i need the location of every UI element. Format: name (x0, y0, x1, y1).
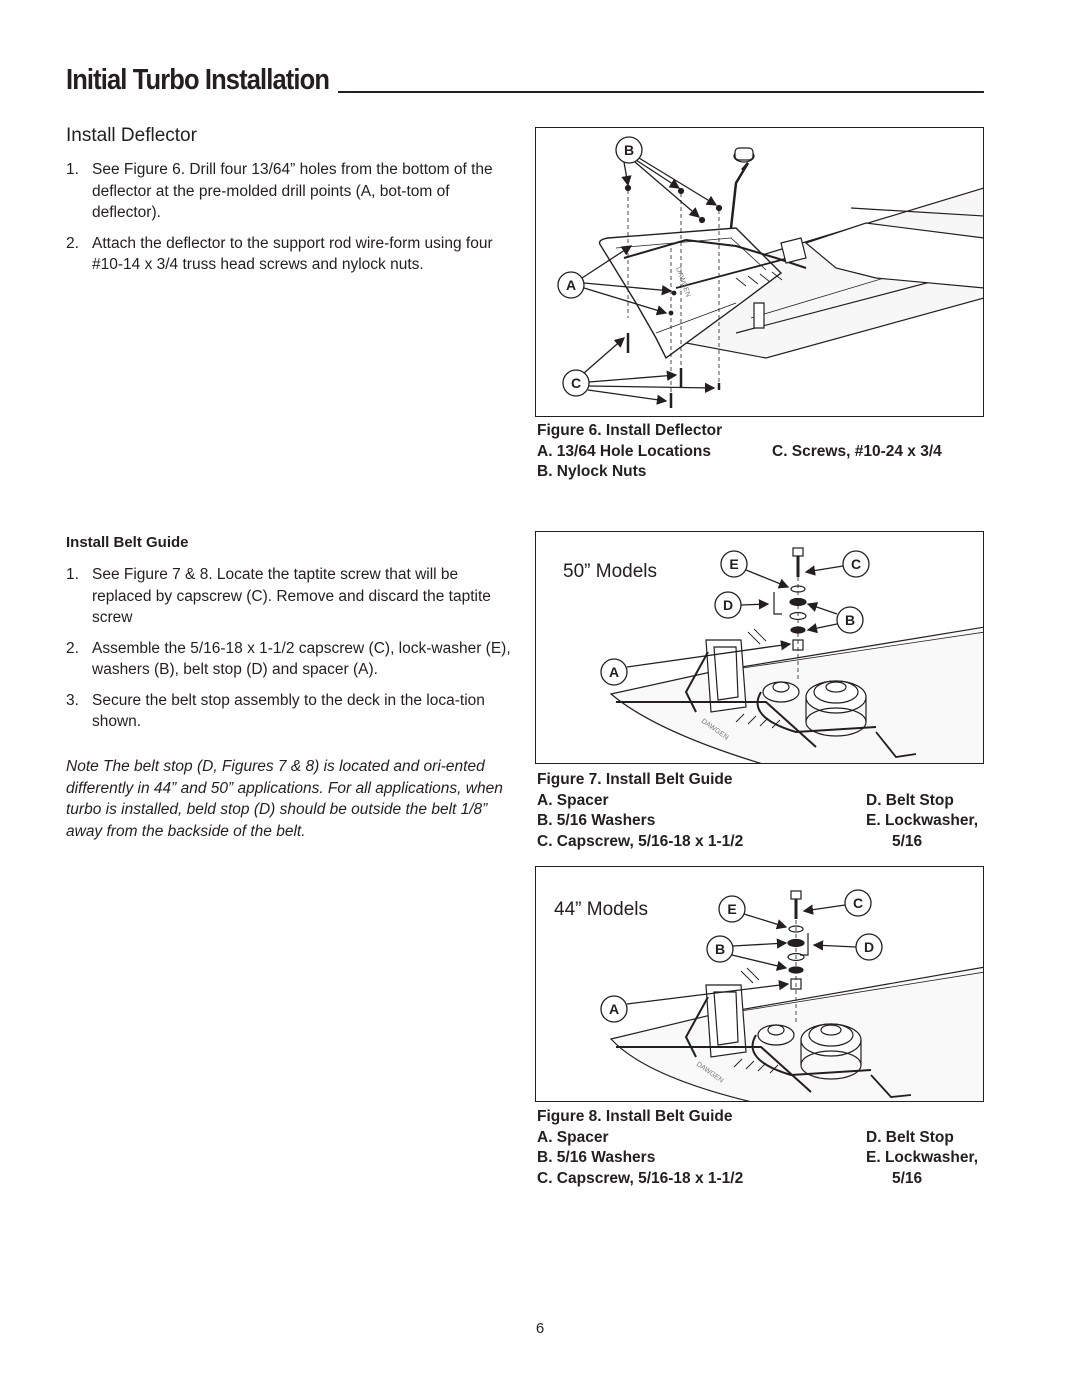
deflector-illustration: DAWGEN B A C (557, 136, 983, 408)
callout-b: B (806, 602, 864, 634)
caption-item-b: B. 5/16 Washers (537, 1149, 656, 1166)
belt-guide-step: 3. Secure the belt stop assembly to the … (66, 690, 512, 733)
step-text: Assemble the 5/16-18 x 1-1/2 capscrew (C… (92, 639, 511, 679)
belt-guide-44-illustration: 44” Models (554, 889, 983, 1101)
callout-a-label: A (609, 1001, 619, 1017)
callout-e-label: E (727, 901, 736, 917)
callout-e: E (718, 895, 788, 930)
page-number: 6 (535, 1320, 545, 1337)
callout-d: D (812, 933, 883, 961)
step-text: Attach the deflector to the support rod … (92, 234, 493, 274)
belt-guide-step: 1. See Figure 7 & 8. Locate the taptite … (66, 564, 512, 629)
figure-7-install-belt-guide-50: 50” Models (535, 531, 984, 764)
caption-item-c: C. Capscrew, 5/16-18 x 1-1/2 (537, 1169, 744, 1187)
step-text: See Figure 6. Drill four 13/64” holes fr… (92, 161, 493, 221)
figure-6-caption: Figure 6. Install Deflector A. 13/64 Hol… (537, 421, 984, 483)
caption-item-e: E. Lockwasher, (866, 1149, 978, 1166)
callout-c: C (804, 550, 870, 578)
callout-e-label: E (729, 556, 738, 572)
caption-item-a: A. Spacer (537, 791, 609, 809)
callout-a: A (557, 245, 673, 316)
step-number: 1. (66, 161, 79, 178)
belt-stop-note: Note The belt stop (D, Figures 7 & 8) is… (66, 758, 503, 840)
callout-d: D (714, 591, 770, 619)
page-title: Initial Turbo Installation (66, 64, 330, 96)
caption-item-e-size: 5/16 (892, 1169, 923, 1187)
step-number: 2. (66, 234, 79, 252)
callout-c-label: C (851, 556, 861, 572)
belt-guide-drawing (609, 547, 983, 763)
caption-item-c: C. Capscrew, 5/16-18 x 1-1/2 (537, 832, 744, 850)
figure-7-caption: Figure 7. Install Belt Guide A. Spacer D… (537, 770, 984, 852)
caption-title: Figure 6. Install Deflector (537, 422, 723, 439)
callout-d-label: D (723, 597, 733, 613)
caption-item-d: D. Belt Stop (866, 1128, 954, 1146)
callout-e: E (720, 550, 790, 589)
caption-title: Figure 8. Install Belt Guide (537, 1108, 733, 1125)
deflector-step: 2. Attach the deflector to the support r… (66, 233, 512, 276)
belt-guide-steps: 1. See Figure 7 & 8. Locate the taptite … (66, 564, 512, 742)
caption-item-e-size: 5/16 (892, 832, 923, 850)
callout-d-label: D (864, 939, 874, 955)
callout-c: C (562, 337, 716, 405)
caption-item-b: B. 5/16 Washers (537, 812, 656, 829)
title-rule (338, 91, 984, 93)
callout-a: A (600, 640, 792, 686)
figure-8-caption: Figure 8. Install Belt Guide A. Spacer D… (537, 1107, 984, 1189)
figure-8-install-belt-guide-44: 44” Models (535, 866, 984, 1102)
callout-b-label: B (715, 941, 725, 957)
section-heading-install-belt-guide: Install Belt Guide (66, 534, 189, 551)
step-number: 2. (66, 639, 79, 657)
model-label: 44” Models (554, 899, 648, 920)
figure-6-install-deflector: DAWGEN B A C (535, 127, 984, 417)
caption-item-d: D. Belt Stop (866, 791, 954, 809)
caption-item-a: A. Spacer (537, 1128, 609, 1146)
callout-c-label: C (571, 375, 581, 391)
section-heading-install-deflector: Install Deflector (66, 125, 197, 146)
callout-b: B (615, 136, 718, 218)
callout-a: A (600, 979, 790, 1023)
belt-guide-50-illustration: 50” Models (563, 547, 983, 763)
callout-b: B (706, 935, 788, 971)
step-text: Secure the belt stop assembly to the dec… (92, 691, 485, 731)
caption-item-a: A. 13/64 Hole Locations (537, 442, 711, 460)
deflector-step: 1. See Figure 6. Drill four 13/64” holes… (66, 159, 512, 224)
callout-b-label: B (845, 612, 855, 628)
step-number: 1. (66, 566, 79, 583)
mower-deck-drawing (598, 147, 983, 408)
callout-b-label: B (624, 142, 634, 158)
belt-guide-drawing (609, 890, 983, 1101)
model-label: 50” Models (563, 561, 657, 582)
belt-guide-step: 2. Assemble the 5/16-18 x 1-1/2 capscrew… (66, 638, 512, 681)
caption-item-b: B. Nylock Nuts (537, 463, 647, 480)
step-text: See Figure 7 & 8. Locate the taptite scr… (92, 566, 491, 626)
callout-a-label: A (566, 277, 576, 293)
step-number: 3. (66, 691, 79, 709)
callout-c: C (802, 889, 872, 917)
deflector-steps: 1. See Figure 6. Drill four 13/64” holes… (66, 159, 512, 285)
caption-item-e: E. Lockwasher, (866, 812, 978, 829)
caption-title: Figure 7. Install Belt Guide (537, 771, 733, 788)
caption-item-c: C. Screws, #10-24 x 3/4 (772, 442, 942, 460)
callout-a-label: A (609, 664, 619, 680)
callout-c-label: C (853, 895, 863, 911)
